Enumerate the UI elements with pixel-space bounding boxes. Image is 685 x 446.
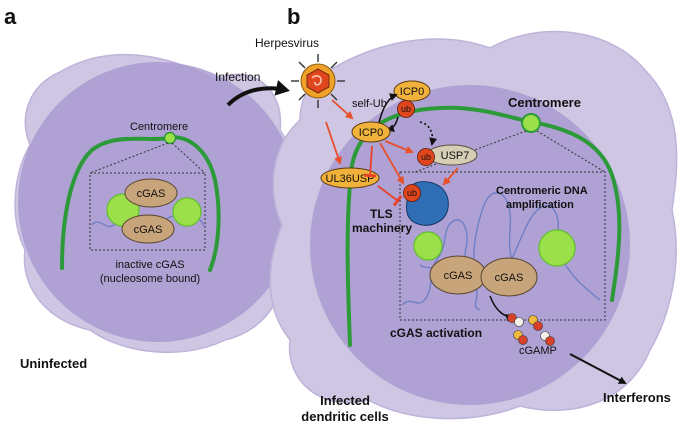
interferon-arrow: [569, 353, 627, 384]
activation-arrow: [331, 99, 354, 120]
panel-a-label: a: [4, 4, 17, 29]
ubiquitin-icon: ub: [417, 148, 435, 166]
nucleosome-bound-caption: (nucleosome bound): [100, 273, 200, 285]
cgas-protein-icon: cGAS: [480, 257, 538, 297]
tls-machinery-label: TLS: [370, 207, 393, 221]
interferons-label: Interferons: [603, 390, 671, 405]
cgas-protein-icon: cGAS: [429, 255, 487, 295]
zoom-line-right: [171, 142, 206, 174]
activation-arrow: [325, 121, 342, 165]
tls-machinery-label-2: machinery: [352, 221, 412, 235]
icp0-protein-icon: ICP0: [393, 80, 431, 102]
ub-label: ub: [401, 104, 411, 114]
icp0-label: ICP0: [359, 127, 383, 139]
infected-cells-label-2: dendritic cells: [301, 409, 388, 424]
cgamp-label: cGAMP: [519, 345, 557, 357]
zoom-line-left: [89, 142, 169, 174]
uninfected-label: Uninfected: [20, 356, 87, 371]
ubiquitin-icon: ub: [397, 100, 415, 118]
self-ub-label: self-Ub: [352, 98, 387, 110]
usp7-binding-dotted-arrow: [419, 121, 438, 146]
zoom-line-right: [536, 130, 606, 173]
activation-arrow: [384, 140, 414, 154]
infection-label: Infection: [215, 70, 260, 84]
cgas-label: cGAS: [444, 270, 473, 282]
inhibition-arrow: [377, 185, 403, 207]
ubiquitin-icon: ub: [403, 184, 421, 202]
cgas-protein-icon: cGAS: [121, 214, 175, 244]
usp7-label: USP7: [441, 150, 470, 162]
nucleosome-icon: [538, 229, 576, 267]
inactive-cgas-caption: inactive cGAS: [115, 259, 184, 271]
nucleosome-icon: [413, 231, 443, 261]
infected-centromere-label: Centromere: [508, 95, 581, 110]
cgas-activation-label: cGAS activation: [390, 326, 482, 340]
icp0-label: ICP0: [400, 86, 424, 98]
activation-arrow: [442, 167, 459, 186]
cgas-label: cGAS: [137, 188, 166, 200]
uninfected-centromere-marker: [163, 131, 177, 145]
activation-arrow: [379, 142, 404, 185]
panel-b-label: b: [287, 4, 300, 29]
infected-chromatin: [345, 105, 622, 347]
infected-zoom-box: [399, 171, 606, 321]
ub-label: ub: [421, 152, 431, 162]
ul36usp-label: UL36USP: [326, 173, 375, 185]
infection-arrow: [226, 80, 290, 107]
infected-cells-label: Infected: [320, 393, 370, 408]
cgas-label: cGAS: [495, 272, 524, 284]
herpesvirus-icon: [291, 54, 345, 108]
herpesvirus-label: Herpesvirus: [255, 36, 319, 50]
uninfected-zoom-box: [89, 172, 206, 251]
ub-label: ub: [407, 188, 417, 198]
uninfected-centromere-label: Centromere: [130, 121, 188, 133]
cgamp-molecule-icon: [507, 313, 555, 346]
inhibition-arrow: [363, 145, 377, 178]
dna-amplification-label: Centromeric DNA: [496, 185, 588, 197]
icp0-protein-icon: ICP0: [351, 121, 391, 143]
nucleosome-icon: [172, 197, 202, 227]
ul36usp-protein-icon: UL36USP: [320, 167, 380, 189]
dna-amplification-label-2: amplification: [506, 199, 574, 211]
cgas-protein-icon: cGAS: [124, 178, 178, 208]
infected-centromere-marker: [521, 113, 541, 133]
infected-nucleus: [310, 85, 630, 405]
cgas-label: cGAS: [134, 224, 163, 236]
